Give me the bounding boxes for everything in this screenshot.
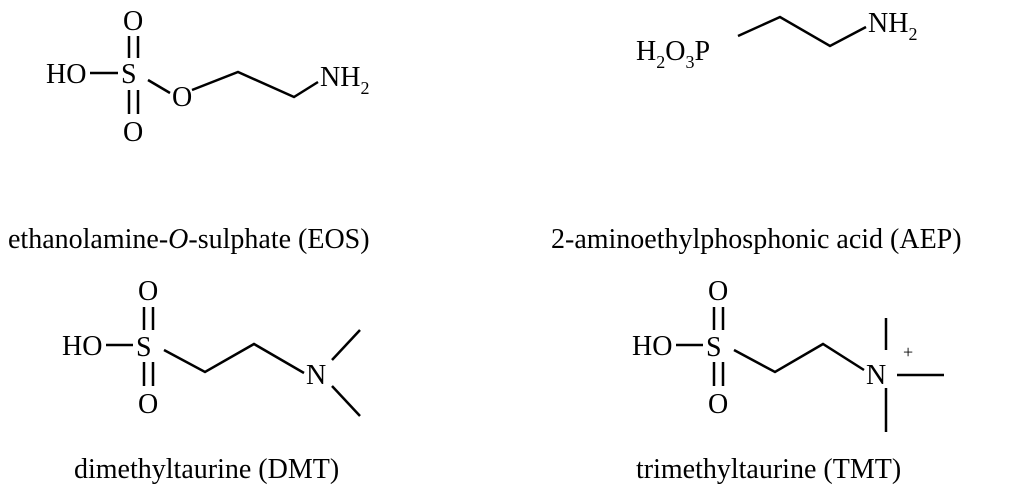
eos-chain-bonds [191,70,319,99]
eos-o-top-label: O [123,6,143,37]
tmt-ho-label: HO [632,331,672,362]
dmt-s-label: S [136,332,152,363]
eos-o-ester-label: O [172,82,192,113]
tmt-s-label: S [706,332,722,363]
tmt-o-top-label: O [708,276,728,307]
eos-s-label: S [121,59,137,90]
dmt-ho-label: HO [62,331,102,362]
dmt-chain-bonds [163,342,305,375]
dmt-n-methyl-upper-bond [331,329,361,361]
dmt-structure: HO S O O N [62,276,361,420]
dmt-caption: dimethyltaurine (DMT) [74,454,339,485]
eos-nh2-label: NH2 [320,62,369,98]
eos-s-o-bond [147,78,171,95]
dmt-n-label: N [306,360,326,391]
aep-structure: H2O3P NH2 [636,8,917,72]
dmt-n-methyl-lower-bond [331,385,361,417]
aep-h2o3p-label: H2O3P [636,36,710,72]
eos-ho-label: HO [46,59,86,90]
tmt-structure: HO S O O N + [632,276,944,432]
dmt-o-bottom-label: O [138,389,158,420]
tmt-caption: trimethyltaurine (TMT) [636,454,901,485]
aep-caption: 2-aminoethylphosphonic acid (AEP) [551,224,962,255]
aep-nh2-label: NH2 [868,8,917,44]
aep-chain-bonds [737,15,867,48]
eos-caption: ethanolamine-O-sulphate (EOS) [8,224,370,255]
eos-o-bottom-label: O [123,117,143,148]
tmt-charge-label: + [903,342,913,362]
eos-structure: HO S O O O NH2 [46,6,369,148]
tmt-chain-bonds [733,342,865,374]
tmt-o-bottom-label: O [708,389,728,420]
tmt-n-label: N [866,360,886,391]
dmt-o-top-label: O [138,276,158,307]
